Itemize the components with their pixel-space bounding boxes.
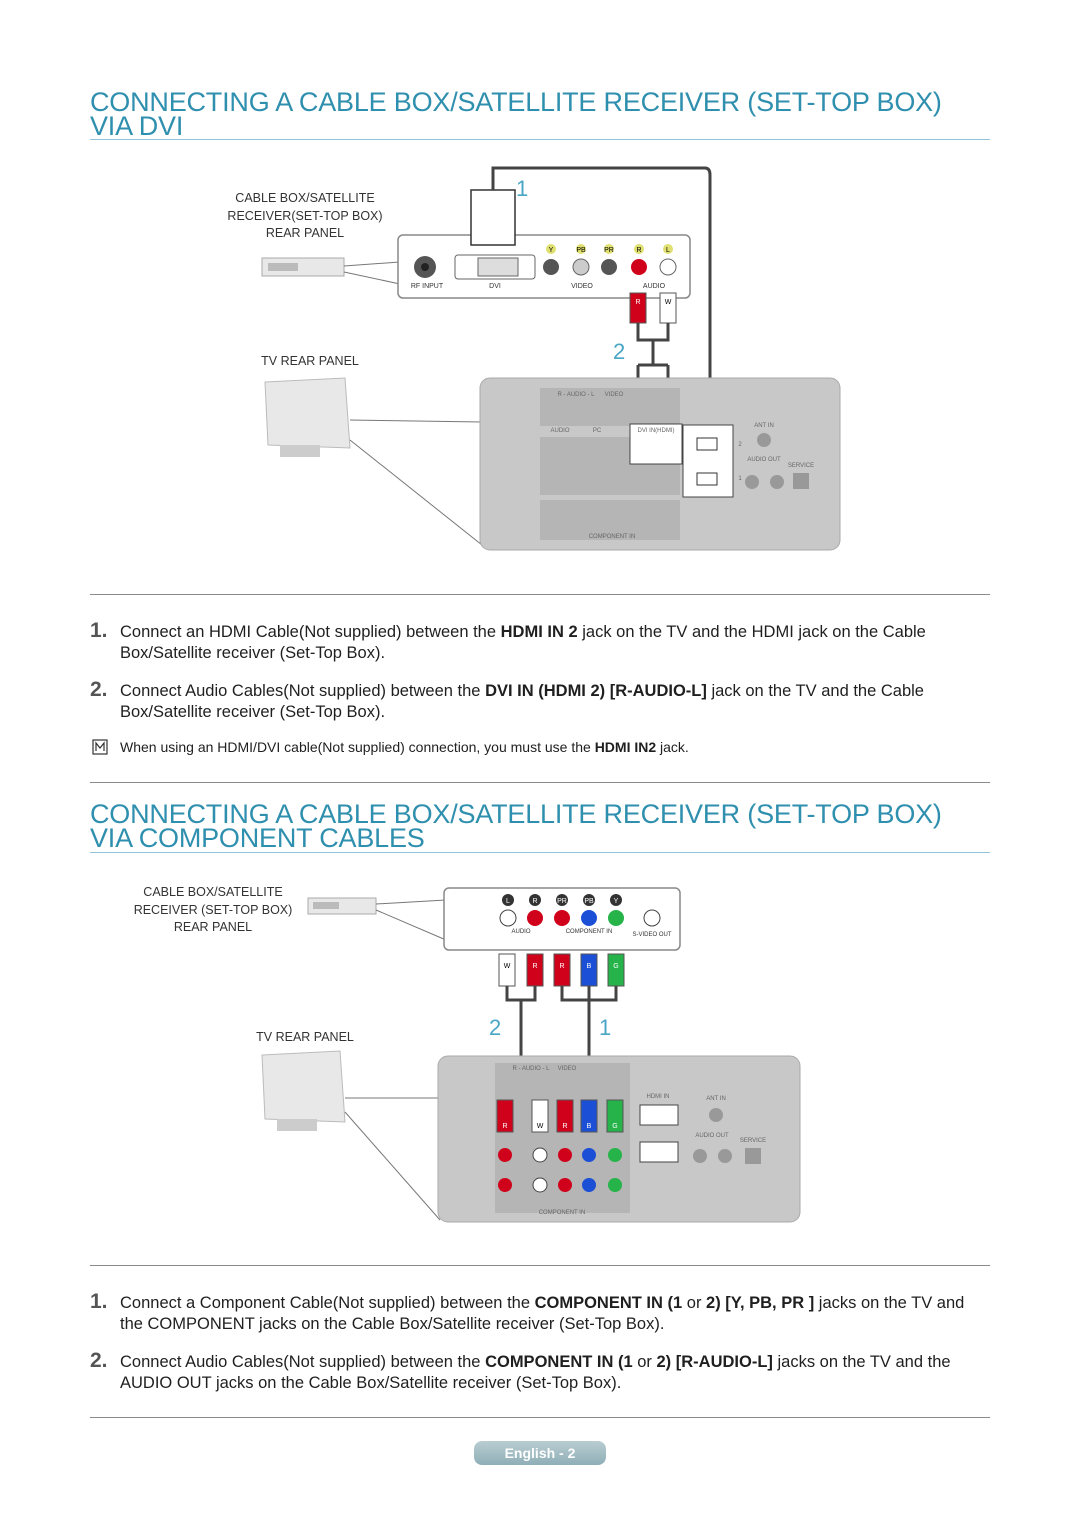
svg-text:SERVICE: SERVICE xyxy=(740,1138,766,1144)
svg-text:COMPONENT IN: COMPONENT IN xyxy=(539,1210,586,1216)
svg-text:1: 1 xyxy=(738,476,742,482)
step-text: Connect Audio Cables(Not supplied) betwe… xyxy=(120,682,924,721)
stb-label-2: CABLE BOX/SATELLITE RECEIVER (SET-TOP BO… xyxy=(133,885,293,934)
section-divider xyxy=(90,782,990,783)
step-text: Connect an HDMI Cable(Not supplied) betw… xyxy=(120,623,926,662)
svg-text:RF INPUT: RF INPUT xyxy=(411,283,444,290)
svg-text:L: L xyxy=(666,247,670,254)
stb-rear-panel-2: L R PR PB Y AUDIO COMPONENT IN S-VIDEO O… xyxy=(443,887,681,951)
svg-text:COMPONENT IN: COMPONENT IN xyxy=(566,929,613,935)
step-marker-1b: 1 xyxy=(599,1015,612,1040)
step-text: Connect Audio Cables(Not supplied) betwe… xyxy=(120,1353,951,1392)
svg-text:W: W xyxy=(537,1123,544,1130)
stb-label-1: CABLE BOX/SATELLITE RECEIVER(SET-TOP BOX… xyxy=(227,191,383,240)
tv-rear-panel-2: R - AUDIO - L VIDEO HDMI IN ANT IN AUDIO… xyxy=(437,1055,801,1223)
svg-text:AUDIO: AUDIO xyxy=(511,929,530,935)
svg-text:DVI: DVI xyxy=(489,283,501,290)
step-number: 1. xyxy=(90,1290,108,1313)
step-marker-2: 2 xyxy=(613,339,626,364)
tv-label-2: TV REAR PANEL xyxy=(256,1030,354,1044)
note-text: When using an HDMI/DVI cable(Not supplie… xyxy=(120,739,689,755)
svg-text:ANT IN: ANT IN xyxy=(754,423,774,429)
svg-text:PR: PR xyxy=(604,247,614,254)
step-marker-2b: 2 xyxy=(489,1015,502,1040)
svg-text:R: R xyxy=(502,1123,507,1130)
svg-text:ANT IN: ANT IN xyxy=(706,1096,726,1102)
stb-thumbnail-2 xyxy=(307,897,447,941)
stb-rear-panel: RF INPUT DVI VIDEO AUDIO Y PB PR R L xyxy=(397,234,691,299)
svg-text:AUDIO: AUDIO xyxy=(643,283,666,290)
svg-text:AUDIO: AUDIO xyxy=(550,428,569,434)
svg-text:R: R xyxy=(562,1123,567,1130)
svg-text:Y: Y xyxy=(549,247,554,254)
svg-text:L: L xyxy=(506,898,510,905)
svg-text:G: G xyxy=(613,963,618,970)
svg-text:PC: PC xyxy=(593,428,602,434)
step-text: Connect a Component Cable(Not supplied) … xyxy=(120,1294,965,1333)
section-1-rule xyxy=(90,139,990,140)
svg-text:R: R xyxy=(559,963,564,970)
step-marker-1: 1 xyxy=(516,176,529,201)
stb-thumbnail xyxy=(261,257,401,285)
svg-text:VIDEO: VIDEO xyxy=(558,1066,577,1072)
svg-text:R: R xyxy=(636,247,641,254)
page-number-badge: English - 2 xyxy=(474,1441,606,1465)
component-connection-diagram: L R PR PB Y AUDIO COMPONENT IN S-VIDEO O… xyxy=(261,887,801,1223)
svg-text:2: 2 xyxy=(738,442,742,448)
svg-text:S-VIDEO OUT: S-VIDEO OUT xyxy=(632,932,671,938)
svg-text:B: B xyxy=(587,1123,592,1130)
svg-text:AUDIO OUT: AUDIO OUT xyxy=(747,457,781,463)
tv-label-1: TV REAR PANEL xyxy=(261,354,359,368)
svg-text:R: R xyxy=(532,898,537,905)
svg-text:PB: PB xyxy=(584,898,594,905)
footer-rule xyxy=(90,1417,990,1418)
section-2-rule xyxy=(90,852,990,853)
tv-rear-panel-1: R - AUDIO - L VIDEO AUDIO PC DVI IN(HDMI… xyxy=(479,377,841,551)
svg-text:VIDEO: VIDEO xyxy=(605,392,624,398)
svg-text:G: G xyxy=(612,1123,617,1130)
step-number: 2. xyxy=(90,678,108,701)
svg-text:Y: Y xyxy=(614,898,619,905)
svg-text:PB: PB xyxy=(576,247,586,254)
section-1-title: CONNECTING A CABLE BOX/SATELLITE RECEIVE… xyxy=(90,87,942,141)
section-2-text-rule xyxy=(90,1265,990,1266)
section-2-title: CONNECTING A CABLE BOX/SATELLITE RECEIVE… xyxy=(90,799,942,853)
svg-text:SERVICE: SERVICE xyxy=(788,463,814,469)
svg-text:VIDEO: VIDEO xyxy=(571,283,593,290)
svg-text:W: W xyxy=(504,963,511,970)
svg-text:R - AUDIO - L: R - AUDIO - L xyxy=(557,392,595,398)
svg-text:R: R xyxy=(532,963,537,970)
tv-thumbnail-2 xyxy=(261,1050,441,1221)
svg-text:R - AUDIO - L: R - AUDIO - L xyxy=(512,1066,550,1072)
svg-text:W: W xyxy=(665,299,672,306)
step-number: 2. xyxy=(90,1349,108,1372)
step-number: 1. xyxy=(90,619,108,642)
tv-thumbnail-1 xyxy=(264,377,483,546)
svg-text:HDMI IN: HDMI IN xyxy=(647,1094,670,1100)
svg-text:AUDIO OUT: AUDIO OUT xyxy=(695,1133,729,1139)
section-1-text-rule xyxy=(90,594,990,595)
svg-text:B: B xyxy=(587,963,592,970)
svg-text:DVI IN(HDMI): DVI IN(HDMI) xyxy=(638,428,675,434)
svg-text:R: R xyxy=(635,299,640,306)
svg-text:COMPONENT IN: COMPONENT IN xyxy=(589,534,636,540)
note-icon xyxy=(92,739,108,755)
dvi-connection-diagram: RF INPUT DVI VIDEO AUDIO Y PB PR R L R W xyxy=(261,166,841,551)
svg-text:PR: PR xyxy=(557,898,567,905)
